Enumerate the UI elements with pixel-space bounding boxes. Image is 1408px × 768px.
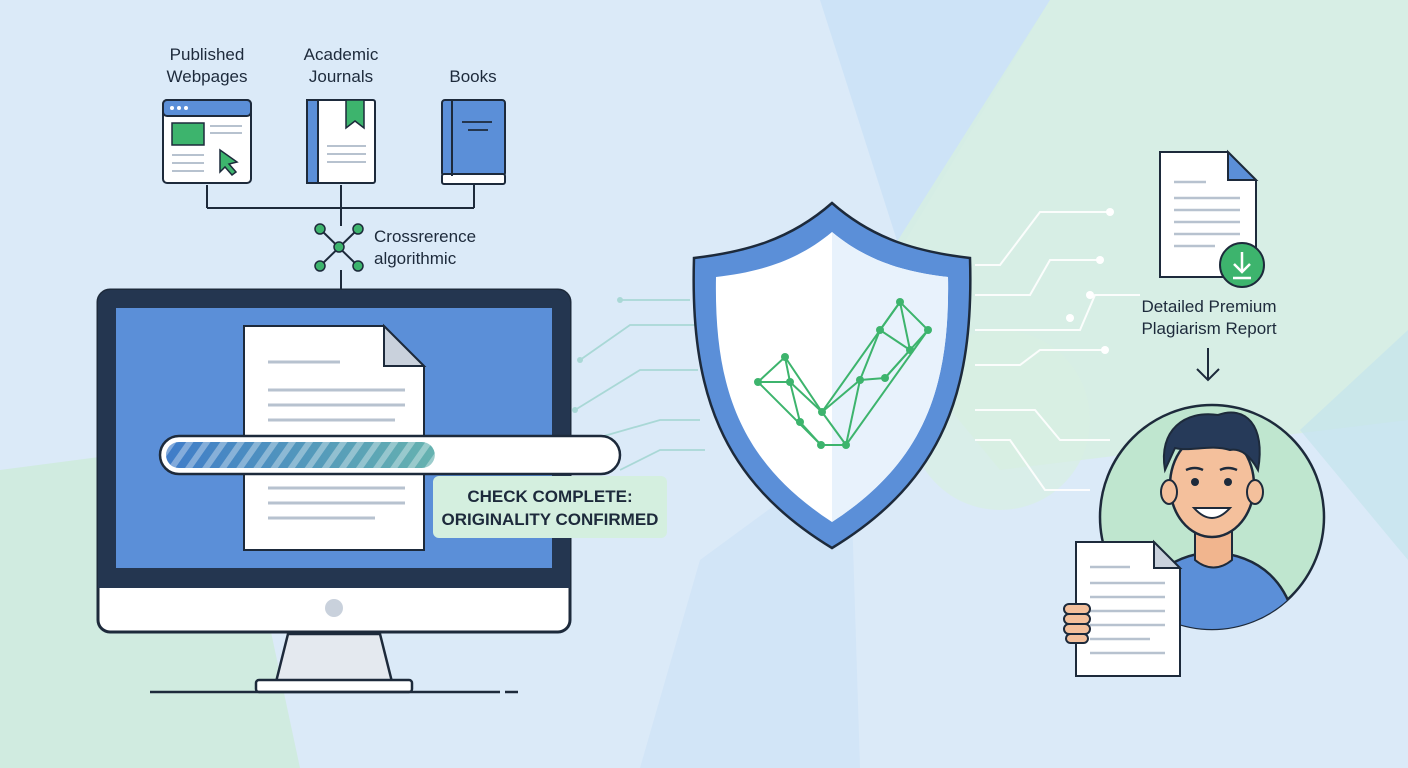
label-line: Academic: [303, 45, 379, 64]
journal-icon: [306, 99, 376, 184]
algorithm-label: Crossrerence algorithmic: [374, 226, 476, 270]
progress-bar: [158, 434, 622, 476]
label-line: Journals: [308, 67, 374, 86]
status-badge: [433, 476, 667, 538]
status-message: CHECK COMPLETE: ORIGINALITY CONFIRMED: [433, 485, 667, 531]
network-node-icon: [314, 223, 364, 272]
source-label-journals: Academic Journals: [276, 44, 406, 88]
label-line: Webpages: [166, 67, 248, 86]
status-line: CHECK COMPLETE:: [467, 487, 633, 506]
label-line: Crossrerence: [374, 227, 477, 246]
source-label-books: Books: [418, 66, 528, 88]
arrow-down-icon: [1196, 348, 1220, 382]
label-line: Detailed Premium: [1141, 297, 1277, 316]
label-line: Plagiarism Report: [1141, 319, 1277, 338]
label-line: Published: [169, 45, 245, 64]
circuit-lines-right: [975, 211, 1140, 491]
webpage-icon: [162, 99, 252, 184]
status-line: ORIGINALITY CONFIRMED: [441, 510, 659, 529]
source-connectors: [206, 185, 475, 292]
circuit-lines-left: [574, 299, 705, 471]
book-icon: [441, 99, 506, 185]
shield-check-icon: [692, 201, 972, 550]
label-line: Books: [449, 67, 497, 86]
label-line: algorithmic: [374, 249, 457, 268]
download-icon: [1219, 242, 1265, 288]
report-label: Detailed Premium Plagiarism Report: [1112, 296, 1306, 340]
source-label-webpages: Published Webpages: [142, 44, 272, 88]
hand-icon: [1063, 603, 1091, 644]
held-report-document-icon: [1063, 539, 1183, 677]
